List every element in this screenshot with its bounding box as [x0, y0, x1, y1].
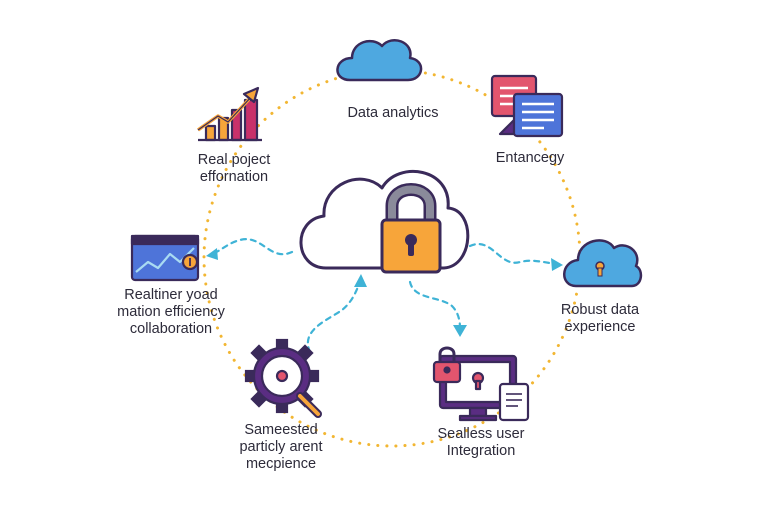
label-data-analytics-text: Data analytics — [347, 105, 439, 121]
label-data-analytics: Data analytics — [318, 105, 468, 122]
label-realtime-line2: mation efficiency — [117, 304, 225, 320]
label-realtime: Realtiner yoad mation efficiency collabo… — [96, 287, 246, 338]
arrowhead-left — [206, 248, 218, 260]
arrowhead-right — [551, 258, 563, 271]
label-entancegy-text: Entancegy — [495, 150, 565, 166]
arrow-from-bottom-left — [306, 280, 362, 354]
gear-magnifier-icon — [244, 338, 322, 418]
label-real-project-line2: effornation — [199, 169, 269, 185]
label-seamless-line1: Sealless user — [437, 426, 525, 442]
arrow-to-left — [212, 238, 294, 256]
secure-devices-icon — [432, 346, 530, 422]
label-sameested-line1: Sameested — [244, 422, 318, 438]
label-sameested-line3: mecpience — [245, 456, 317, 472]
browser-chart-icon — [130, 234, 200, 282]
arrowhead-up — [354, 274, 367, 287]
label-seamless: Sealless user Integration — [406, 426, 556, 460]
label-robust: Robust data experience — [540, 302, 660, 336]
arrow-to-right — [468, 243, 558, 266]
label-realtime-line1: Realtiner yoad — [124, 287, 218, 303]
cloud-padlock-icon — [299, 169, 470, 274]
documents-icon — [490, 74, 564, 138]
cloud-icon — [336, 39, 423, 82]
label-real-project-line1: Real poject — [197, 152, 271, 168]
label-robust-line1: Robust data — [560, 302, 640, 318]
label-entancegy: Entancegy — [470, 150, 590, 167]
growth-chart-icon — [196, 86, 262, 142]
cloud-lock-icon — [563, 239, 643, 288]
label-real-project: Real poject effornation — [164, 152, 304, 186]
arrow-heads — [206, 248, 563, 337]
label-realtime-line3: collaboration — [129, 321, 213, 337]
label-robust-line2: experience — [564, 319, 636, 335]
arrowhead-down — [453, 325, 467, 337]
label-seamless-line2: Integration — [446, 443, 516, 459]
label-sameested-line2: particly arent — [239, 439, 323, 455]
label-sameested: Sameested particly arent mecpience — [206, 422, 356, 473]
flow-arrows — [212, 238, 558, 354]
arrow-to-bottom-right — [408, 280, 462, 330]
